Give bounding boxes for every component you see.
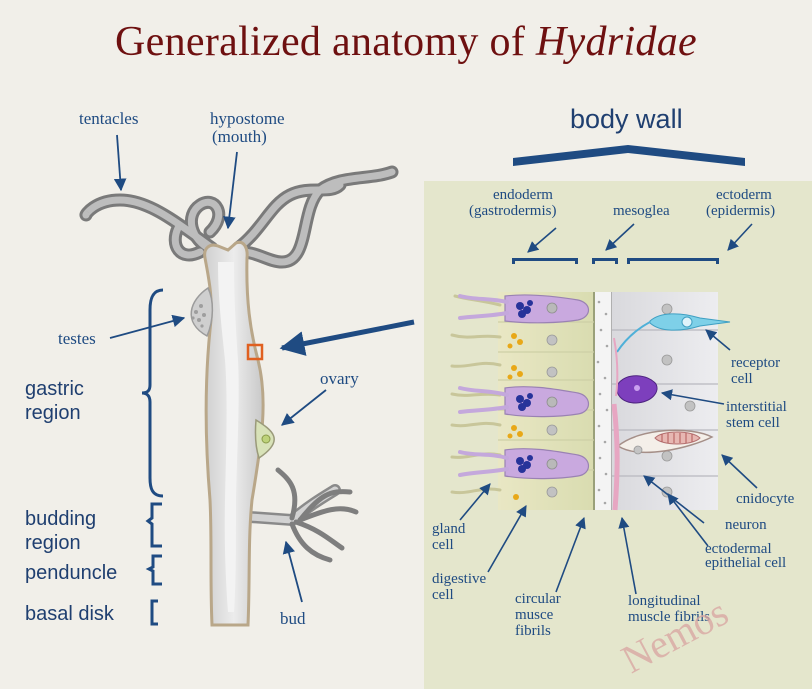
label-neuron: neuron	[725, 518, 767, 533]
label-fibrils: fibrils	[515, 624, 551, 639]
label-hypostome: hypostome	[210, 110, 285, 127]
label-cnidocyte: cnidocyte	[736, 492, 794, 507]
label-gastric-region: region	[25, 402, 81, 424]
label-interstitial: interstitial	[726, 400, 787, 415]
region-brackets	[142, 290, 163, 624]
label-penduncle: penduncle	[25, 562, 117, 584]
label-gland-cell: cell	[432, 538, 454, 553]
label-stem-cell: stem cell	[726, 416, 780, 431]
label-budding: budding	[25, 508, 96, 530]
body-wall-bracket	[513, 145, 745, 166]
label-receptor-cell: cell	[731, 372, 753, 387]
label-body-wall: body wall	[570, 104, 683, 135]
label-mesoglea: mesoglea	[613, 204, 670, 219]
bud	[250, 470, 356, 560]
label-gastrodermis: (gastrodermis)	[469, 204, 556, 219]
label-musce: musce	[515, 608, 553, 623]
label-budding-region: region	[25, 532, 81, 554]
label-testes: testes	[58, 330, 96, 347]
label-epithelial-cell: epithelial cell	[705, 556, 786, 571]
label-ovary: ovary	[320, 370, 359, 387]
label-receptor: receptor	[731, 356, 780, 371]
label-bud: bud	[280, 610, 306, 627]
label-mouth: (mouth)	[212, 128, 267, 145]
label-ectoderm: ectoderm	[716, 188, 772, 203]
label-digestive: digestive	[432, 572, 486, 587]
label-circular: circular	[515, 592, 561, 607]
label-tentacles: tentacles	[79, 110, 138, 127]
label-endoderm: endoderm	[493, 188, 553, 203]
label-gastric: gastric	[25, 378, 84, 400]
label-basal-disk: basal disk	[25, 603, 114, 625]
label-digestive-cell: cell	[432, 588, 454, 603]
label-gland: gland	[432, 522, 465, 537]
label-epidermis: (epidermis)	[706, 204, 775, 219]
